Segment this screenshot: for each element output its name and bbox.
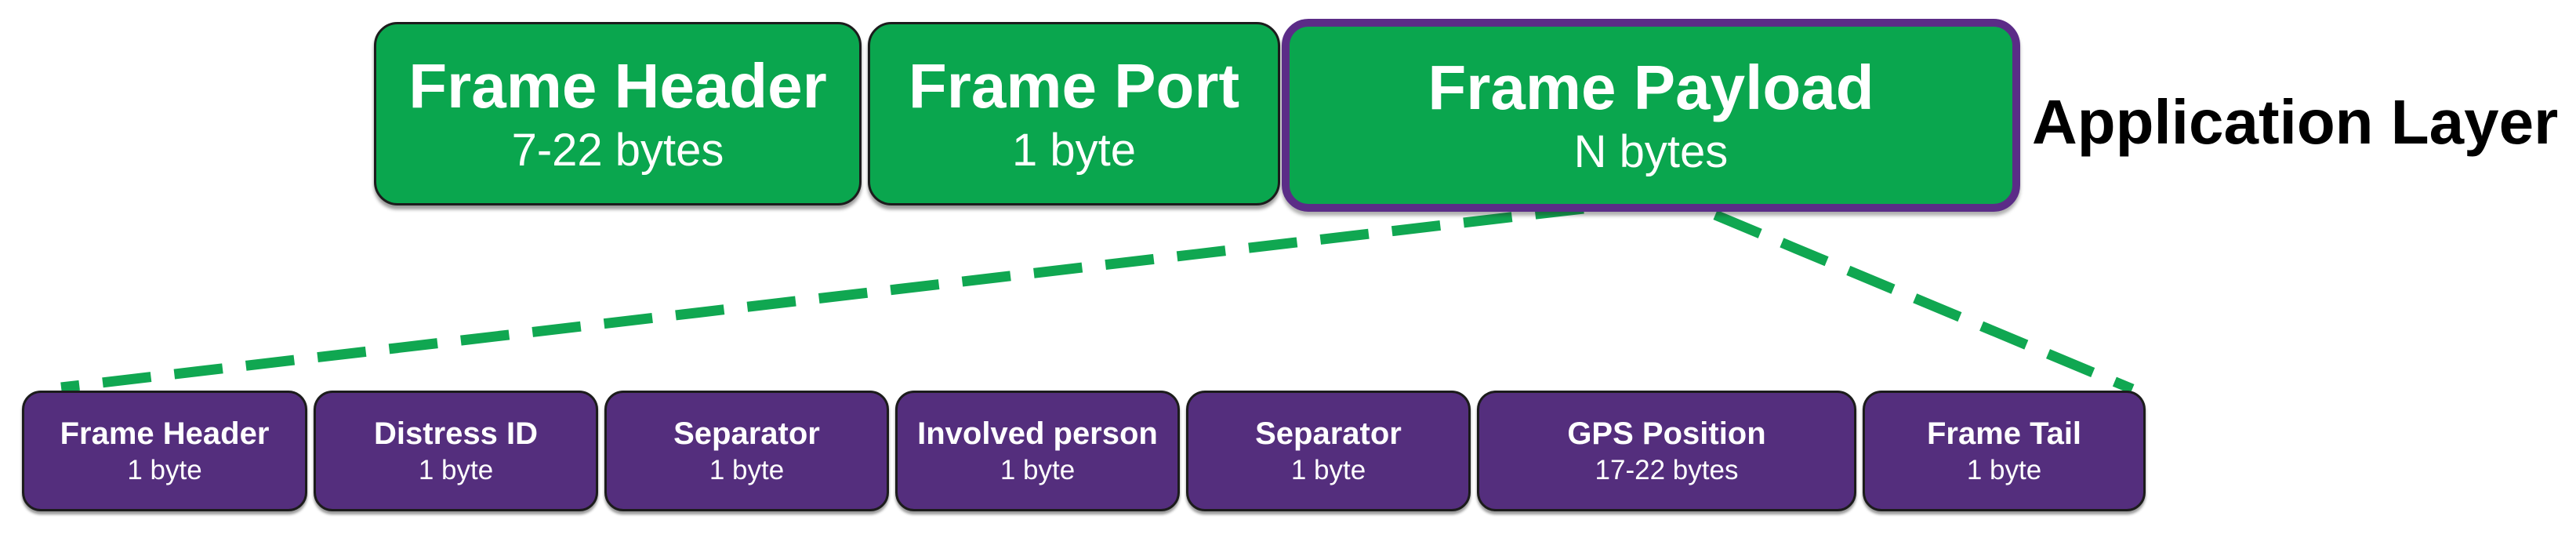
payload-field-involved-person: Involved person 1 byte — [895, 391, 1180, 511]
field-size-label: 1 byte — [1000, 455, 1076, 485]
field-size-label: 1 byte — [418, 455, 494, 485]
field-name-label: Separator — [673, 416, 820, 451]
application-layer-label: Application Layer — [2032, 87, 2559, 157]
payload-field-gps-position: GPS Position 17-22 bytes — [1477, 391, 1856, 511]
top-box-frame-payload-highlighted: Frame Payload N bytes — [1282, 19, 2020, 212]
field-name-label: Separator — [1255, 416, 1402, 451]
top-box-frame-port: Frame Port 1 byte — [868, 22, 1280, 205]
field-size-label: 1 byte — [709, 455, 785, 485]
field-size-label: 1 byte — [127, 455, 202, 485]
field-size-label: 1 byte — [1290, 455, 1366, 485]
field-name-label: Distress ID — [374, 416, 538, 451]
payload-field-separator-2: Separator 1 byte — [1186, 391, 1471, 511]
field-name-label: Frame Tail — [1926, 416, 2082, 451]
field-name-label: GPS Position — [1567, 416, 1766, 451]
payload-expansion-line-right — [1713, 210, 2135, 394]
field-size-label: N bytes — [1573, 126, 1729, 177]
field-name-label: Frame Payload — [1428, 53, 1874, 122]
field-size-label: 17-22 bytes — [1595, 455, 1739, 485]
field-name-label: Frame Header — [60, 416, 270, 451]
payload-field-separator-1: Separator 1 byte — [604, 391, 889, 511]
payload-field-frame-tail: Frame Tail 1 byte — [1863, 391, 2146, 511]
field-name-label: Frame Header — [408, 51, 827, 121]
payload-field-frame-header: Frame Header 1 byte — [22, 391, 307, 511]
field-name-label: Frame Port — [908, 51, 1240, 121]
top-box-frame-header: Frame Header 7-22 bytes — [374, 22, 862, 205]
field-name-label: Involved person — [917, 416, 1158, 451]
payload-expansion-line-left — [60, 203, 1584, 393]
field-size-label: 1 byte — [1966, 455, 2042, 485]
payload-field-distress-id: Distress ID 1 byte — [314, 391, 598, 511]
field-size-label: 7-22 bytes — [511, 125, 724, 176]
field-size-label: 1 byte — [1012, 125, 1136, 176]
